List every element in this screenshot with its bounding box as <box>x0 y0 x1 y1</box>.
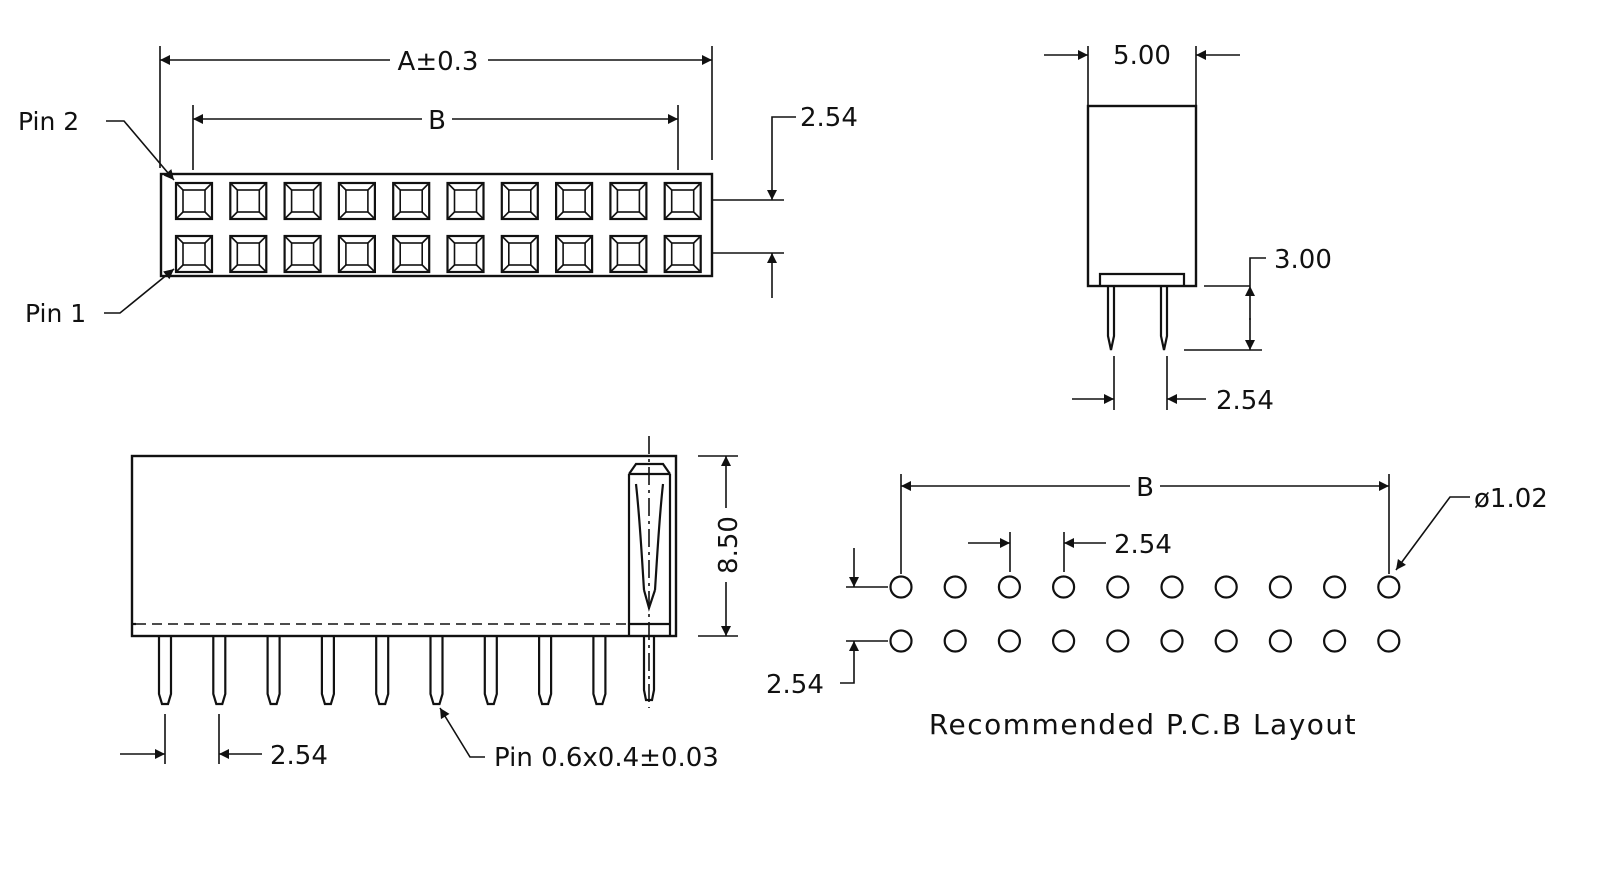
pin-cavity <box>609 234 648 274</box>
pcb-hole <box>943 575 967 599</box>
pcb-hole <box>1051 575 1076 599</box>
pcb-hole-array <box>889 575 1401 653</box>
pin1-label: Pin 1 <box>25 299 86 328</box>
pin-cavity <box>229 234 268 274</box>
pcb-hole <box>1214 575 1238 599</box>
pin-cavity <box>174 234 214 274</box>
side-pin <box>538 636 553 706</box>
pin-cavity <box>554 181 594 221</box>
side-pin <box>483 636 498 706</box>
pin-cavity <box>500 181 539 221</box>
pin2-leader <box>106 120 175 181</box>
pcb-hole <box>1268 575 1293 599</box>
pin-cavity <box>609 181 648 221</box>
pin-cavity <box>392 234 431 274</box>
side-pitch-label: 2.54 <box>270 741 328 771</box>
pcb-hole <box>1160 629 1184 653</box>
pcb-row-pitch-label: 2.54 <box>766 670 824 700</box>
pin-cavity <box>500 234 539 274</box>
pcb-hole <box>1377 575 1401 599</box>
pcb-hole <box>889 629 913 653</box>
side-pin <box>592 636 607 706</box>
pcb-hole <box>1106 575 1130 599</box>
pin-cavity <box>446 234 485 274</box>
pin-note-label: Pin 0.6x0.4±0.03 <box>494 743 719 773</box>
pin-cavity <box>663 181 702 221</box>
pcb-hole <box>1051 629 1076 653</box>
hole-dia-leader <box>1395 496 1470 571</box>
pin1-leader <box>104 268 175 314</box>
pcb-hole <box>1377 629 1401 653</box>
side-pin <box>429 636 444 706</box>
pin-array <box>174 181 702 274</box>
contact-section <box>627 436 672 708</box>
side-pin <box>320 636 335 706</box>
side-pin <box>266 636 281 706</box>
side-pin <box>157 636 173 706</box>
section-entry <box>628 462 671 475</box>
dim-b-label: B <box>428 106 446 136</box>
pin-cavity <box>174 181 214 221</box>
hole-dia-label: ø1.02 <box>1474 484 1548 514</box>
pcb-hole <box>1322 629 1347 653</box>
height-label: 8.50 <box>714 516 744 574</box>
pcb-hole <box>1322 575 1347 599</box>
side-pin <box>212 636 227 706</box>
top-view: A±0.3 B Pin 2 Pin 1 2.54 <box>18 46 858 328</box>
end-feet <box>1098 272 1186 286</box>
pcb-layout: B ø1.02 2.54 2.54 Recommended P.C.B Layo… <box>766 473 1548 741</box>
pcb-hole <box>997 629 1022 653</box>
side-pin <box>375 636 390 706</box>
pcb-hole <box>1268 629 1293 653</box>
pcb-hole <box>943 629 967 653</box>
housing-outline <box>159 172 714 278</box>
end-pin-right <box>1159 286 1169 351</box>
pin-len-label: 3.00 <box>1274 245 1332 275</box>
pin-cavity <box>554 234 594 274</box>
pin-len-leader <box>1249 257 1266 286</box>
pin-cavity <box>337 181 376 221</box>
pin-cavity <box>229 181 268 221</box>
pcb-caption: Recommended P.C.B Layout <box>929 708 1357 741</box>
contact-spring <box>634 483 665 591</box>
side-pins <box>157 636 607 706</box>
row-pitch-arrow-top <box>767 116 796 200</box>
side-view: 8.50 2.54 Pin 0.6x0.4±0.03 <box>120 436 744 773</box>
pin-cavity <box>446 181 485 221</box>
row-pitch-label: 2.54 <box>800 103 858 133</box>
end-housing <box>1086 104 1198 288</box>
pcb-hole <box>997 575 1022 599</box>
side-housing <box>130 454 678 638</box>
pcb-col-pitch-label: 2.54 <box>1114 530 1172 560</box>
pin-cavity <box>337 234 376 274</box>
pin-cavity <box>283 181 322 221</box>
pin-note-leader <box>439 707 485 758</box>
pcb-row-pitch-arrow-bottom <box>840 641 859 684</box>
contact-pin <box>642 636 656 702</box>
pin-cavity <box>663 234 702 274</box>
pin-cavity <box>392 181 431 221</box>
end-pin-left <box>1106 286 1116 351</box>
pcb-hole <box>1214 629 1238 653</box>
dim-a-label: A±0.3 <box>398 47 479 77</box>
pcb-b-label: B <box>1136 473 1154 503</box>
pcb-hole <box>1160 575 1184 599</box>
pin-cavity <box>283 234 322 274</box>
pcb-hole <box>889 575 913 599</box>
end-view: 5.00 3.00 2.54 <box>1044 41 1332 416</box>
end-pitch-label: 2.54 <box>1216 386 1274 416</box>
end-width-label: 5.00 <box>1113 41 1171 71</box>
pcb-hole <box>1106 629 1130 653</box>
pin2-label: Pin 2 <box>18 107 79 136</box>
